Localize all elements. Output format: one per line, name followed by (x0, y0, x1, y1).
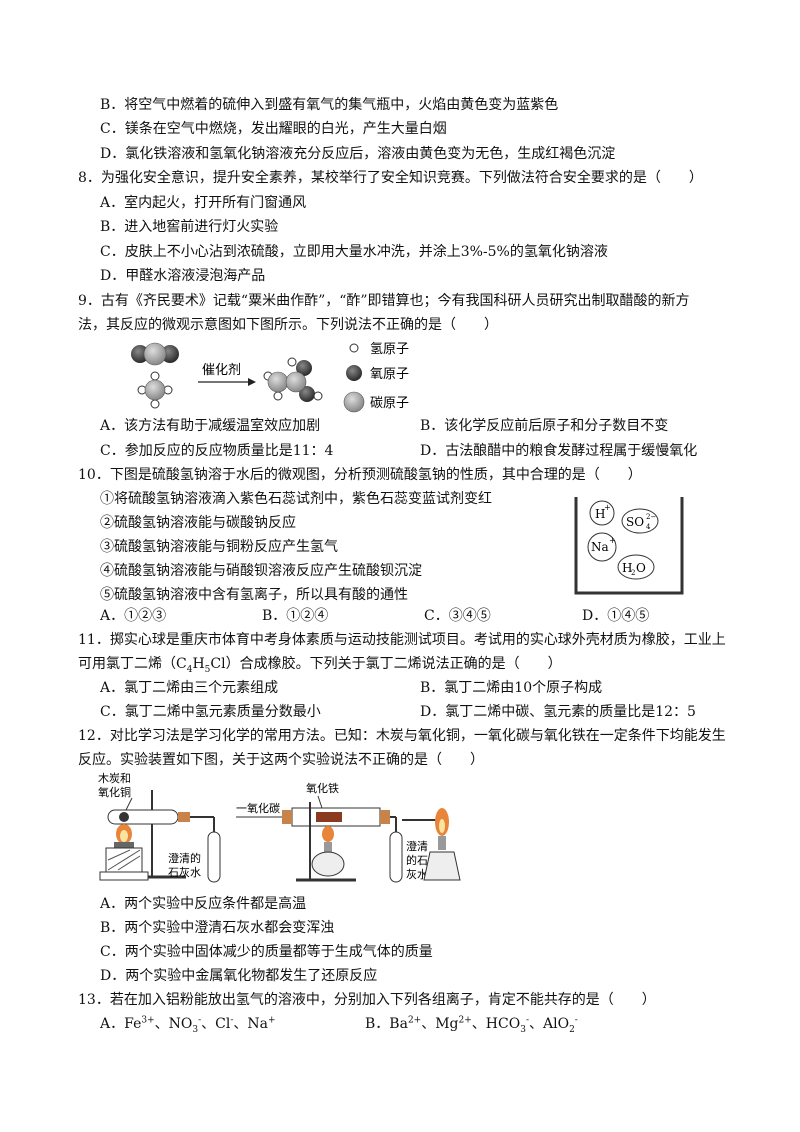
svg-text:+: + (604, 503, 611, 512)
svg-text:木炭和: 木炭和 (98, 772, 131, 785)
q9-option-a: A．该方法有助于减缓温室效应加剧 (100, 418, 321, 434)
legend-carbon: 碳原子 (343, 391, 409, 413)
q12-stem-line1: 12．对比学习法是学习化学的常用方法。已知：木炭与氧化铜，一氧化碳与氧化铁在一定… (78, 728, 726, 744)
svg-text:澄清的: 澄清的 (168, 851, 201, 865)
catalyst-label: 催化剂 (202, 363, 241, 378)
q10-statement-3: ③硫酸氢钠溶液能与铜粉反应产生氢气 (100, 539, 338, 555)
svg-text:+: + (609, 536, 616, 545)
svg-text:灰水: 灰水 (406, 867, 428, 881)
q10-beaker-diagram: H + SO 4 2− Na + H 2 O (574, 497, 684, 595)
svg-text:SO: SO (626, 515, 644, 529)
svg-text:氧化铁: 氧化铁 (306, 781, 339, 795)
svg-text:碳原子: 碳原子 (370, 396, 409, 411)
charcoal-copper-oxide-apparatus: 木炭和 氧化铜 澄清的 石灰水 (98, 772, 221, 883)
svg-text:氧化铜: 氧化铜 (98, 785, 131, 799)
q9-stem-line1: 9．古有《齐民要术》记载“粟米曲作酢”，“酢”即错算也；今有我国科研人员研究出制… (78, 293, 690, 309)
q12-option-b: B．两个实验中澄清石灰水都会变浑浊 (100, 920, 335, 936)
q8-option-c: C．皮肤上不小心沾到浓硫酸，立即用大量水冲洗，并涂上3%-5%的氢氧化钠溶液 (100, 244, 608, 260)
q12-option-c: C．两个实验中固体减少的质量都等于生成气体的质量 (100, 944, 433, 960)
q12-option-a: A．两个实验中反应条件都是高温 (100, 896, 307, 912)
q10-option-a: A．①②③ (100, 608, 167, 624)
q9-stem-line2: 法，其反应的微观示意图如下图所示。下列说法不正确的是（ ） (78, 317, 498, 333)
q9-reaction-diagram: 催化剂 氢原子 氧原子 碳原子 (131, 342, 409, 413)
svg-text:一氧化碳: 一氧化碳 (236, 801, 280, 815)
q11-option-a: A．氯丁二烯由三个元素组成 (100, 680, 279, 696)
svg-text:4: 4 (646, 523, 651, 531)
q8-stem: 8．为强化安全意识，提升安全素养，某校举行了安全知识竞赛。下列做法符合安全要求的… (78, 170, 703, 186)
q10-statement-2: ②硫酸氢钠溶液能与碳酸钠反应 (100, 515, 296, 531)
svg-text:2−: 2− (646, 513, 656, 521)
svg-text:Na: Na (591, 540, 609, 554)
ion-sodium: Na + (587, 532, 617, 562)
q13-option-a: A．Fe3+、NO3-、Cl-、Na+ (100, 1015, 276, 1035)
q13-stem: 13．若在加入铝粉能放出氢气的溶液中，分别加入下列各组离子，肯定不能共存的是（ … (78, 992, 656, 1008)
svg-text:H: H (595, 507, 605, 521)
q12-stem-line2: 反应。实验装置如下图，关于这两个实验说法不正确的是（ ） (78, 752, 484, 768)
q11-option-c: C．氯丁二烯中氢元素质量分数最小 (100, 704, 321, 720)
acetic-acid-molecule (263, 357, 323, 402)
q10-option-d: D．①④⑤ (582, 608, 650, 624)
q10-statement-5: ⑤硫酸氢钠溶液中含有氢离子，所以具有酸的通性 (100, 587, 408, 603)
q10-option-c: C．③④⑤ (424, 608, 491, 624)
q8-option-b: B．进入地窖前进行灯火实验 (100, 219, 279, 235)
q9-option-c: C．参加反应的反应物质量比是11：4 (100, 443, 334, 459)
q11-option-d: D．氯丁二烯中碳、氢元素的质量比是12：5 (420, 704, 696, 720)
svg-text:2: 2 (631, 569, 635, 577)
water-molecule: H 2 O (617, 554, 655, 580)
ch4-molecule (137, 371, 173, 409)
q10-statement-4: ④硫酸氢钠溶液能与硝酸钡溶液反应产生硫酸钡沉淀 (100, 563, 422, 579)
q7-option-d: D．氯化铁溶液和氢氧化钠溶液充分反应后，溶液由黄色变为无色，生成红褐色沉淀 (100, 146, 616, 162)
legend-oxygen: 氧原子 (346, 365, 409, 382)
svg-text:氢原子: 氢原子 (370, 342, 409, 357)
svg-text:H: H (622, 561, 632, 575)
co-iron-oxide-apparatus: 一氧化碳 氧化铁 澄清 的石 灰水 (236, 781, 461, 883)
svg-text:氧原子: 氧原子 (370, 367, 409, 382)
q11-stem-line1: 11．掷实心球是重庆市体育中考身体素质与运动技能测试项目。考试用的实心球外壳材质… (78, 632, 726, 648)
q12-apparatus-diagram: 木炭和 氧化铜 澄清的 石灰水 一氧化碳 氧化铁 (98, 772, 461, 883)
svg-text:石灰水: 石灰水 (168, 865, 201, 879)
q10-statement-1: ①将硫酸氢钠溶液滴入紫色石蕊试剂中，紫色石蕊变蓝试剂变红 (100, 491, 492, 507)
svg-text:澄清: 澄清 (406, 839, 428, 853)
q7-option-c: C．镁条在空气中燃烧，发出耀眼的白光，产生大量白烟 (100, 121, 447, 137)
q7-option-b: B．将空气中燃着的硫伸入到盛有氧气的集气瓶中，火焰由黄色变为蓝紫色 (100, 97, 559, 113)
svg-text:的石: 的石 (406, 853, 428, 867)
legend-hydrogen: 氢原子 (349, 342, 409, 357)
q9-option-b: B．该化学反应前后原子和分子数目不变 (420, 418, 669, 434)
q11-option-b: B．氯丁二烯由10个原子构成 (420, 680, 603, 696)
q8-option-d: D．甲醛水溶液浸泡海产品 (100, 268, 266, 284)
q9-option-d: D．古法酿醋中的粮食发酵过程属于缓慢氧化 (420, 443, 698, 459)
ion-sulfate: SO 4 2− (621, 508, 659, 534)
svg-text:O: O (636, 561, 646, 575)
q10-stem: 10．下图是硫酸氢钠溶于水后的微观图，分析预测硫酸氢钠的性质，其中合理的是（ ） (78, 467, 642, 483)
q8-option-a: A．室内起火，打开所有门窗通风 (100, 195, 307, 211)
ion-h: H + (589, 500, 615, 526)
q13-option-b: B．Ba2+、Mg2+、HCO3-、AlO2- (365, 1015, 578, 1035)
q11-stem-line2: 可用氯丁二烯（C4H5Cl）合成橡胶。下列关于氯丁二烯说法正确的是（ ） (78, 656, 562, 675)
q10-option-b: B．①②④ (262, 608, 329, 624)
co2-molecule (131, 342, 179, 366)
q12-option-d: D．两个实验中金属氧化物都发生了还原反应 (100, 968, 378, 984)
